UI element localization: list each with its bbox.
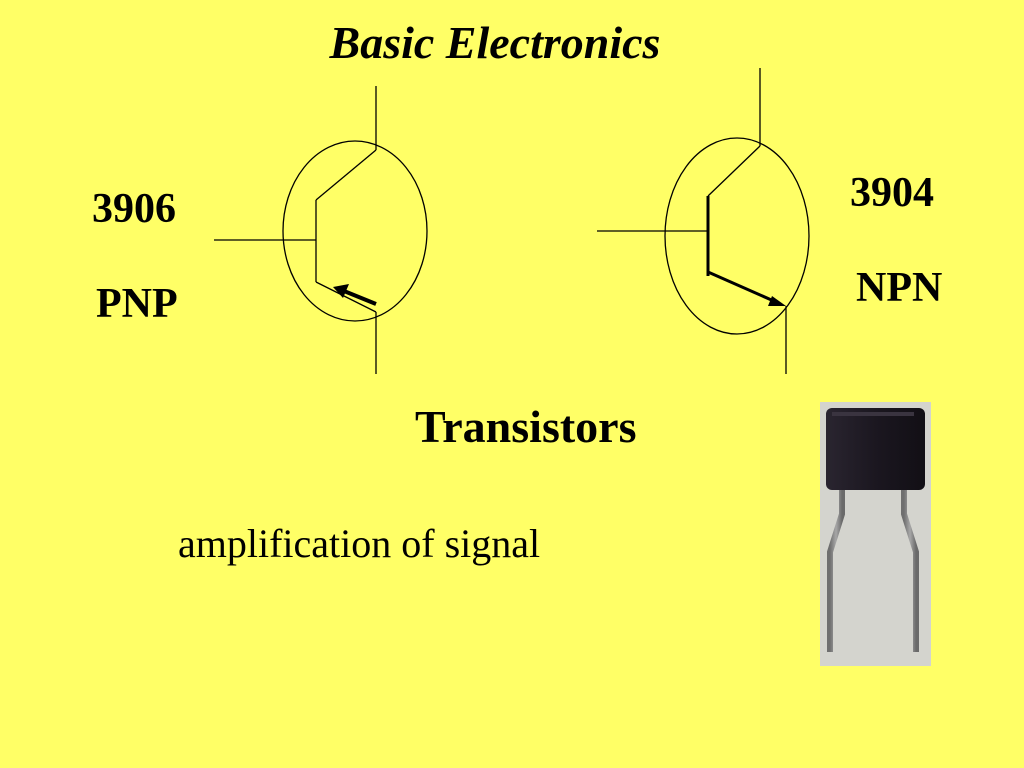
to92-transistor-photo	[820, 402, 931, 666]
pnp-type-label: PNP	[96, 281, 178, 327]
pnp-emitter-line	[315, 281, 377, 313]
description-text: amplification of signal	[178, 521, 541, 566]
npn-envelope	[664, 137, 810, 335]
npn-arrow-head	[768, 296, 786, 306]
pnp-collector-line	[315, 149, 377, 201]
npn-part-number: 3904	[850, 170, 934, 216]
npn-collector-line	[707, 145, 761, 197]
pnp-arrow-shaft	[343, 289, 377, 306]
transistors-heading: Transistors	[415, 401, 637, 452]
pnp-arrow-head	[333, 284, 349, 298]
pnp-part-number: 3906	[92, 186, 176, 232]
npn-type-label: NPN	[856, 265, 943, 311]
slide-title: Basic Electronics	[329, 17, 661, 68]
pnp-envelope	[282, 140, 428, 322]
npn-emitter-arrow-shaft	[707, 270, 777, 304]
